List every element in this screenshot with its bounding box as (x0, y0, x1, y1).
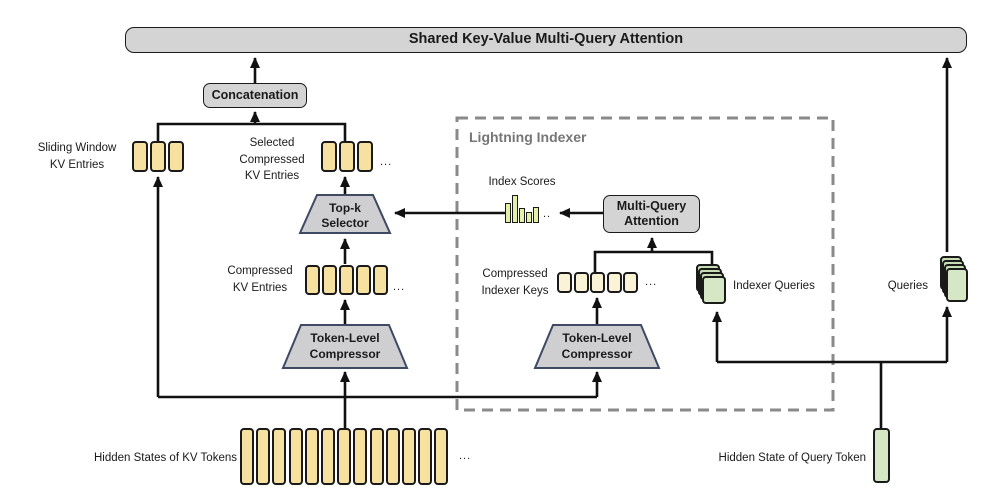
token (373, 265, 388, 295)
token (132, 141, 148, 172)
score-bar (519, 208, 525, 223)
token (288, 428, 303, 485)
token (369, 428, 384, 485)
token (321, 141, 337, 172)
score-bar (533, 207, 539, 223)
token (168, 141, 184, 172)
multi-query-attention-box: Multi-Query Attention (603, 195, 700, 233)
arrow-lines (153, 57, 952, 397)
score-bar (512, 195, 518, 223)
token (304, 428, 319, 485)
token (418, 428, 433, 485)
compressed-indexer-key-tokens (557, 272, 638, 293)
token (434, 428, 449, 485)
compressed-indexer-keys-label: Compressed Indexer Keys (481, 268, 549, 297)
selected-compressed-kv-label: Selected Compressed KV Entries (239, 137, 305, 183)
hidden-state-query-label: Hidden State of Query Token (718, 452, 866, 464)
lightning-indexer-label: Lightning Indexer (469, 129, 587, 145)
index-scores-ellipsis: .. (543, 208, 552, 220)
hidden-state-query-token (873, 428, 890, 483)
token (320, 428, 335, 485)
score-bar (526, 212, 532, 223)
queries-stack (940, 256, 970, 304)
token (385, 428, 400, 485)
token (573, 272, 589, 293)
stacked-card (946, 268, 968, 302)
token (623, 272, 638, 293)
stacked-card (702, 276, 726, 304)
compressed-kv-ellipsis: ... (393, 281, 406, 293)
token (590, 272, 605, 293)
queries-label: Queries (887, 280, 928, 292)
hidden-states-kv-label: Hidden States of KV Tokens (94, 452, 237, 464)
token-compressor-right-label: Token-Level Compressor (561, 331, 633, 361)
token-compressor-left-label: Token-Level Compressor (309, 331, 381, 361)
shared-kv-attention-bar: Shared Key-Value Multi-Query Attention (125, 27, 967, 53)
compressed-kv-label: Compressed KV Entries (227, 265, 293, 294)
compressed-kv-tokens (305, 265, 388, 295)
indexer-queries-stack (696, 264, 728, 306)
token (356, 265, 371, 295)
token (339, 141, 355, 172)
junction-lines (156, 122, 947, 428)
indexer-keys-ellipsis: ... (645, 276, 658, 288)
token (401, 428, 416, 485)
token (339, 265, 354, 295)
indexer-queries-label: Indexer Queries (733, 280, 815, 292)
token (150, 141, 166, 172)
index-scores-bars (505, 195, 540, 223)
hidden-kv-ellipsis: ... (459, 450, 472, 462)
index-scores-label: Index Scores (488, 176, 556, 188)
token (240, 428, 254, 485)
token (322, 265, 337, 295)
token (357, 141, 373, 172)
lightning-indexer-box (455, 116, 835, 412)
topk-selector-label: Top-k Selector (321, 201, 369, 230)
selected-kv-ellipsis: ... (380, 156, 393, 168)
token (606, 272, 622, 293)
sliding-window-kv-label: Sliding Window KV Entries (37, 142, 117, 171)
token-compressor-right-shape (533, 324, 661, 369)
concatenation-box: Concatenation (203, 83, 307, 108)
selected-compressed-kv-tokens (321, 141, 373, 172)
token (272, 428, 287, 485)
sliding-window-kv-tokens (132, 141, 184, 172)
hidden-states-kv-tokens (240, 428, 449, 485)
token (557, 272, 572, 293)
token (256, 428, 271, 485)
token (353, 428, 368, 485)
topk-selector-shape (298, 194, 392, 234)
score-bar (505, 203, 511, 223)
token (305, 265, 320, 295)
token-compressor-left-shape (281, 324, 409, 369)
token (337, 428, 352, 485)
